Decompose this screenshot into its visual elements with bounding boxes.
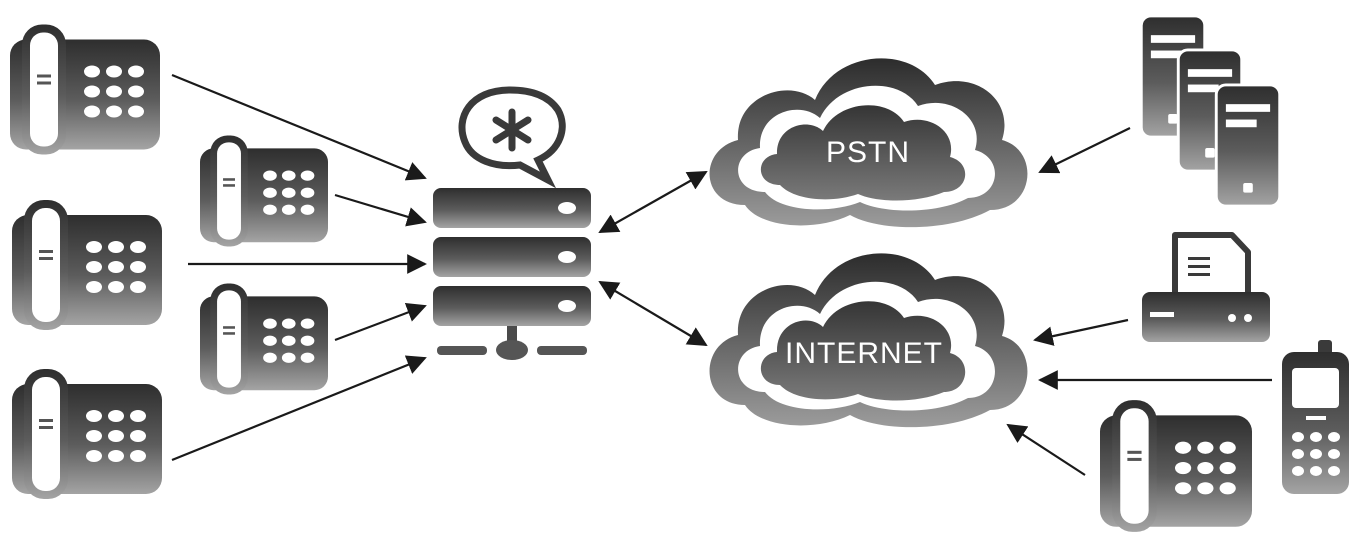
asterisk-logo-icon bbox=[458, 86, 566, 189]
pbx-server-icon bbox=[433, 188, 591, 360]
connector-phone1-pbx bbox=[171, 73, 427, 181]
desk-phone-icon bbox=[10, 24, 160, 155]
connector-fax-internet bbox=[1033, 318, 1129, 346]
internet-cloud-label: INTERNET bbox=[785, 337, 943, 370]
internet-cloud: INTERNET bbox=[709, 253, 1028, 428]
desk-phone-icon bbox=[1100, 400, 1252, 532]
mobile-phone-icon bbox=[1282, 340, 1349, 494]
pstn-cloud: PSTN bbox=[709, 58, 1028, 228]
desk-phone-icon bbox=[12, 369, 162, 499]
tower-server-icon bbox=[1214, 83, 1282, 208]
connector-servers-pstn bbox=[1038, 127, 1131, 174]
pstn-cloud-label: PSTN bbox=[826, 136, 910, 169]
connector-pbx-pstn bbox=[598, 171, 708, 233]
connector-phone4-pbx bbox=[334, 193, 427, 227]
desk-phone-icon bbox=[200, 283, 328, 395]
connector-phone5-pbx bbox=[334, 303, 427, 342]
desk-phone-icon bbox=[200, 135, 328, 247]
fax-machine-icon bbox=[1142, 232, 1270, 342]
desk-phone-icon bbox=[12, 200, 162, 330]
connector-phone3-pbx bbox=[171, 355, 427, 462]
connector-deskphone-internet bbox=[1006, 423, 1086, 476]
connector-pbx-internet bbox=[598, 280, 708, 347]
